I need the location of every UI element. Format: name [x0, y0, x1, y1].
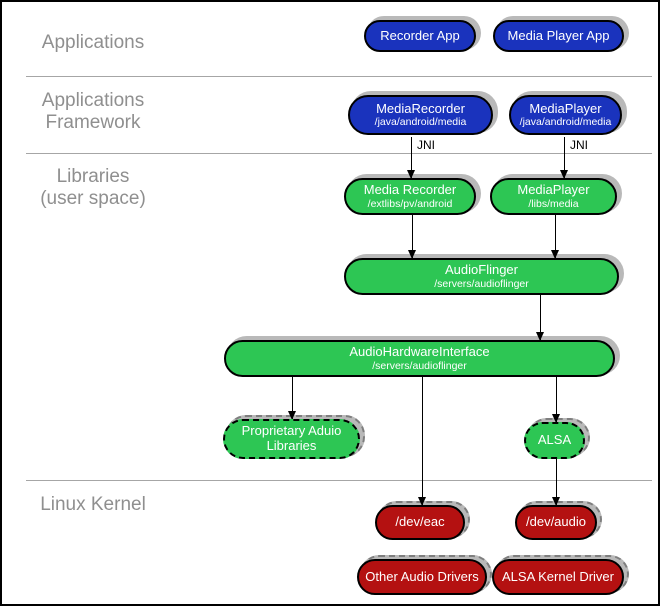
connector-ahi-to-dev-eac	[422, 377, 423, 505]
node-title: MediaRecorder	[376, 100, 465, 116]
arrowhead-ahi-to-dev-eac	[418, 497, 426, 506]
connector-recorder-to-flinger	[412, 215, 413, 258]
node-other-audio-drivers: Other Audio Drivers	[357, 555, 492, 595]
node-media-player-app: Media Player App	[493, 16, 629, 52]
arrowhead-ahi-to-alsa	[552, 414, 560, 423]
node-title: Media Recorder	[363, 182, 457, 197]
layer-label-libraries-line1: Libraries	[56, 166, 130, 187]
arrowhead-flinger-to-ahi	[536, 332, 544, 341]
layer-label-kernel: Linux Kernel	[40, 494, 146, 515]
node-title: ALSA Kernel Driver	[502, 568, 614, 584]
arrowhead-recorder-to-flinger	[408, 250, 416, 259]
connector-ahi-to-alsa	[556, 377, 557, 422]
layer-label-framework-line2: Framework	[45, 112, 141, 133]
connector-jni-right	[564, 137, 565, 178]
node-alsa-kernel-driver: ALSA Kernel Driver	[492, 555, 629, 595]
node-title: /dev/eac	[395, 514, 445, 530]
layer-label-libraries-line2: (user space)	[40, 188, 146, 209]
arrowhead-ahi-to-proprietary	[288, 411, 296, 420]
connector-jni-left	[411, 137, 412, 178]
connector-player-to-flinger	[555, 215, 556, 258]
node-title: Proprietary Aduio	[241, 423, 342, 439]
node-media-recorder-lib: Media Recorder /extlibs/pv/android	[344, 174, 481, 215]
layer-divider-kernel	[26, 480, 652, 481]
layer-label-libraries: Libraries (user space)	[18, 166, 168, 210]
node-audio-flinger: AudioFlinger /servers/audioflinger	[344, 254, 624, 295]
layer-label-framework: Applications Framework	[18, 90, 168, 134]
node-title: Other Audio Drivers	[365, 568, 479, 584]
connector-ahi-to-proprietary	[292, 377, 293, 419]
node-path: /java/android/media	[519, 116, 612, 129]
node-title-line2: Libraries	[266, 438, 317, 453]
jni-label-right: JNI	[570, 138, 588, 152]
layer-divider-applications	[26, 76, 652, 77]
arrowhead-alsa-to-dev-audio	[552, 497, 560, 506]
layer-label-framework-line1: Applications	[41, 90, 145, 111]
node-path: /servers/audioflinger	[434, 277, 529, 290]
node-title: Recorder App	[380, 27, 460, 43]
node-media-player-lib: MediaPlayer /libs/media	[490, 174, 622, 215]
arrowhead-jni-left	[407, 170, 415, 179]
layer-divider-framework	[26, 153, 652, 154]
node-dev-eac: /dev/eac	[375, 501, 470, 540]
node-title: ALSA	[537, 432, 572, 448]
node-recorder-app: Recorder App	[364, 16, 481, 52]
arrowhead-jni-right	[560, 170, 568, 179]
node-audio-hardware-interface: AudioHardwareInterface /servers/audiofli…	[224, 336, 620, 377]
node-media-player-framework: MediaPlayer /java/android/media	[509, 91, 627, 135]
node-path: /libs/media	[528, 197, 579, 210]
node-media-recorder-framework: MediaRecorder /java/android/media	[348, 91, 498, 135]
layer-label-applications: Applications	[41, 32, 145, 53]
connector-flinger-to-ahi	[540, 295, 541, 340]
node-title: Media Player App	[507, 27, 610, 43]
node-path: /java/android/media	[374, 116, 467, 129]
node-title: MediaPlayer	[517, 182, 590, 197]
arrowhead-player-to-flinger	[551, 250, 559, 259]
jni-label-left: JNI	[417, 138, 435, 152]
node-title: AudioHardwareInterface	[349, 344, 490, 359]
node-title: MediaPlayer	[529, 100, 602, 116]
node-title: AudioFlinger	[445, 262, 518, 277]
node-alsa: ALSA	[524, 418, 590, 459]
node-dev-audio: /dev/audio	[515, 501, 602, 540]
node-path: /extlibs/pv/android	[367, 197, 453, 210]
connector-alsa-to-dev-audio	[556, 459, 557, 505]
node-title: /dev/audio	[526, 514, 586, 530]
node-proprietary-audio-libraries: Proprietary Aduio Libraries	[223, 415, 365, 459]
node-path: /servers/audioflinger	[372, 359, 467, 372]
